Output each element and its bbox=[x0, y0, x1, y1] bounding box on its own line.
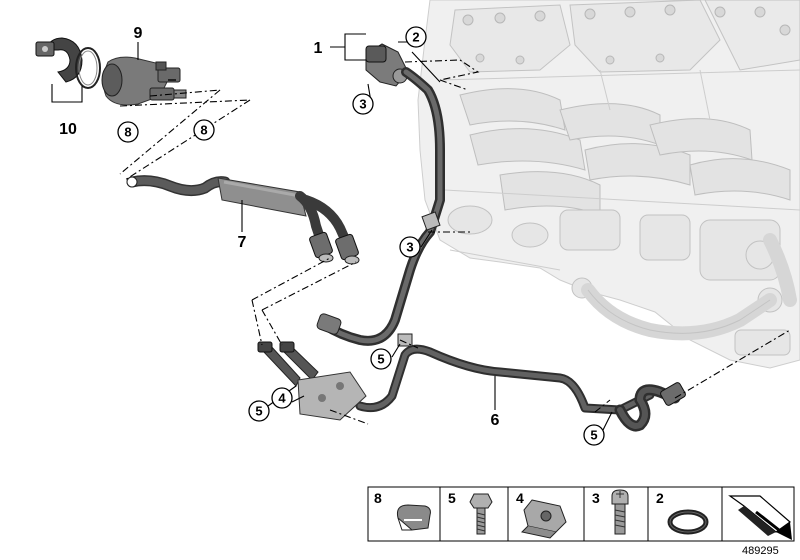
svg-text:3: 3 bbox=[406, 240, 413, 255]
diagram-number: 489295 bbox=[742, 545, 779, 557]
svg-text:3: 3 bbox=[359, 97, 366, 112]
legend-item-speed-nut: 4 bbox=[516, 490, 567, 539]
legend-arrow-icon bbox=[728, 495, 792, 540]
callout-9: 9 bbox=[134, 25, 143, 42]
callout-1: 1 bbox=[314, 40, 323, 57]
callout-5-middle: 5 bbox=[370, 348, 392, 370]
svg-text:2: 2 bbox=[656, 490, 664, 506]
parts-legend: 8 5 4 3 bbox=[367, 486, 795, 542]
part-10-clamp-ring bbox=[35, 37, 101, 89]
callout-8-right: 8 bbox=[193, 119, 215, 141]
callout-3-upper: 3 bbox=[352, 93, 374, 115]
callout-7: 7 bbox=[238, 234, 247, 251]
part-4-bracket bbox=[257, 341, 367, 421]
legend-item-bolt: 5 bbox=[448, 490, 493, 535]
part-1-sensor bbox=[365, 43, 409, 87]
svg-text:8: 8 bbox=[124, 125, 131, 140]
svg-text:2: 2 bbox=[412, 30, 419, 45]
svg-text:4: 4 bbox=[278, 391, 286, 406]
svg-text:8: 8 bbox=[374, 490, 382, 506]
callout-4: 4 bbox=[271, 387, 293, 409]
assembly-lines bbox=[119, 59, 791, 425]
part-9-valve bbox=[101, 56, 187, 106]
svg-text:5: 5 bbox=[377, 352, 384, 367]
svg-text:5: 5 bbox=[255, 404, 262, 419]
callout-10: 10 bbox=[59, 121, 77, 138]
svg-text:8: 8 bbox=[200, 123, 207, 138]
callout-3-lower: 3 bbox=[399, 236, 421, 258]
part-7-pipe bbox=[126, 175, 360, 265]
callout-2: 2 bbox=[405, 26, 427, 48]
legend-item-screw: 3 bbox=[592, 489, 629, 535]
engine-block bbox=[417, 0, 800, 369]
callout-5-left: 5 bbox=[248, 400, 270, 422]
legend-item-o-ring: 2 bbox=[656, 490, 709, 535]
svg-text:5: 5 bbox=[448, 490, 456, 506]
callout-8-left: 8 bbox=[117, 121, 139, 143]
svg-text:5: 5 bbox=[590, 428, 597, 443]
svg-text:3: 3 bbox=[592, 490, 600, 506]
svg-text:4: 4 bbox=[516, 490, 524, 506]
callout-5-right: 5 bbox=[583, 424, 605, 446]
callout-6: 6 bbox=[491, 412, 500, 429]
legend-item-clip: 8 bbox=[374, 490, 431, 531]
